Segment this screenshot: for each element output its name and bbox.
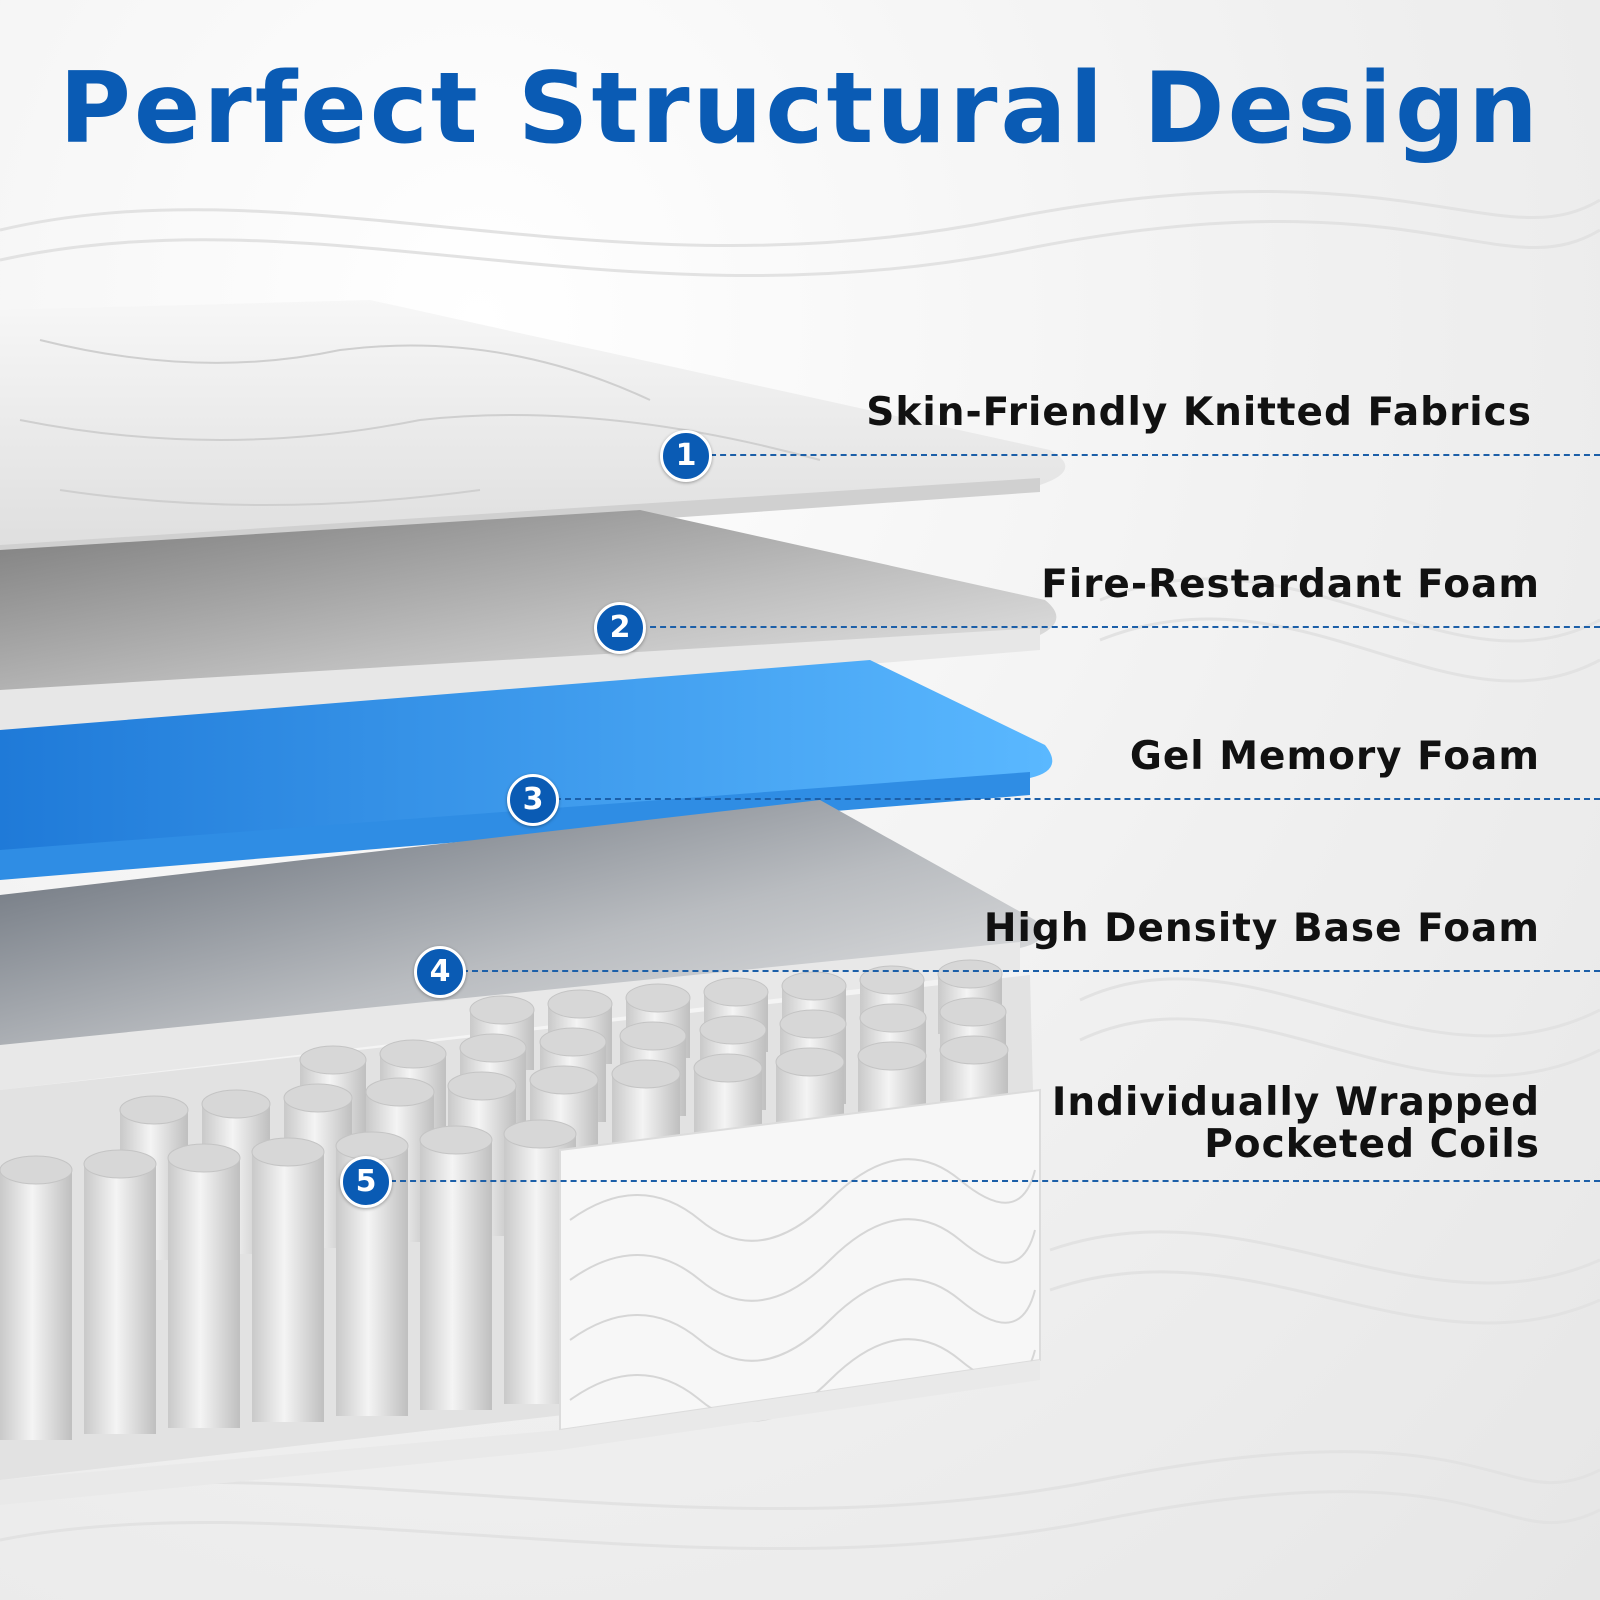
coil-top: [699, 1015, 767, 1045]
layer-5-label-line-2: Pocketed Coils: [1204, 1122, 1540, 1167]
layer-1-number-badge: 1: [660, 430, 712, 482]
coil-top: [447, 1071, 517, 1101]
coil-body: [252, 1152, 324, 1422]
coil-top: [703, 977, 769, 1007]
coil-top: [859, 965, 925, 995]
coil-top: [939, 997, 1007, 1027]
layer-4-leader-line: [462, 970, 1600, 972]
coil-top: [419, 1125, 493, 1155]
coil-top: [859, 1003, 927, 1033]
page-title: Perfect Structural Design: [59, 52, 1541, 166]
layer-5-leader-line: [390, 1180, 1600, 1182]
coil-top: [503, 1119, 577, 1149]
coil-top: [283, 1083, 353, 1113]
coil-top: [201, 1089, 271, 1119]
layer-2-number-badge: 2: [594, 602, 646, 654]
coil-top: [857, 1041, 927, 1071]
coil-top: [251, 1137, 325, 1167]
coil-top: [611, 1059, 681, 1089]
layer-3-leader-line: [555, 798, 1600, 800]
layer-5-number-badge: 5: [340, 1156, 392, 1208]
coil-top: [459, 1033, 527, 1063]
coil-top: [625, 983, 691, 1013]
coil-top: [469, 995, 535, 1025]
coil-top: [167, 1143, 241, 1173]
coil-top: [619, 1021, 687, 1051]
coil-body: [84, 1164, 156, 1434]
coil-top: [939, 1035, 1009, 1065]
coil-top: [937, 959, 1003, 989]
coil-top: [547, 989, 613, 1019]
coil-top: [119, 1095, 189, 1125]
layer-4-label: High Density Base Foam: [983, 906, 1540, 951]
layer-5-label: Individually Wrapped Pocketed Coils: [1052, 1082, 1540, 1166]
layer-fire-retardant-foam: [0, 510, 1057, 735]
coil-top: [379, 1039, 447, 1069]
layer-3-label: Gel Memory Foam: [1129, 734, 1540, 779]
coil-body: [168, 1158, 240, 1428]
coil-body: [420, 1140, 492, 1410]
coil-top: [693, 1053, 763, 1083]
coil-top: [365, 1077, 435, 1107]
coil-top: [299, 1045, 367, 1075]
coil-body: [0, 1170, 72, 1440]
coil-top: [775, 1047, 845, 1077]
coil-top: [779, 1009, 847, 1039]
layer-1-label: Skin-Friendly Knitted Fabrics: [866, 390, 1532, 435]
coil-top: [83, 1149, 157, 1179]
layer-2-label: Fire-Restardant Foam: [1041, 562, 1540, 607]
layer-3-number-badge: 3: [507, 774, 559, 826]
layer-1-leader-line: [700, 454, 1600, 456]
layer-2-leader-line: [640, 626, 1600, 628]
coil-top: [529, 1065, 599, 1095]
coil-top: [539, 1027, 607, 1057]
coil-top: [781, 971, 847, 1001]
layer-5-label-line-1: Individually Wrapped: [1051, 1080, 1540, 1125]
layer-4-number-badge: 4: [414, 946, 466, 998]
layer-pocketed-coils: [0, 959, 1041, 1505]
coil-top: [0, 1155, 73, 1185]
